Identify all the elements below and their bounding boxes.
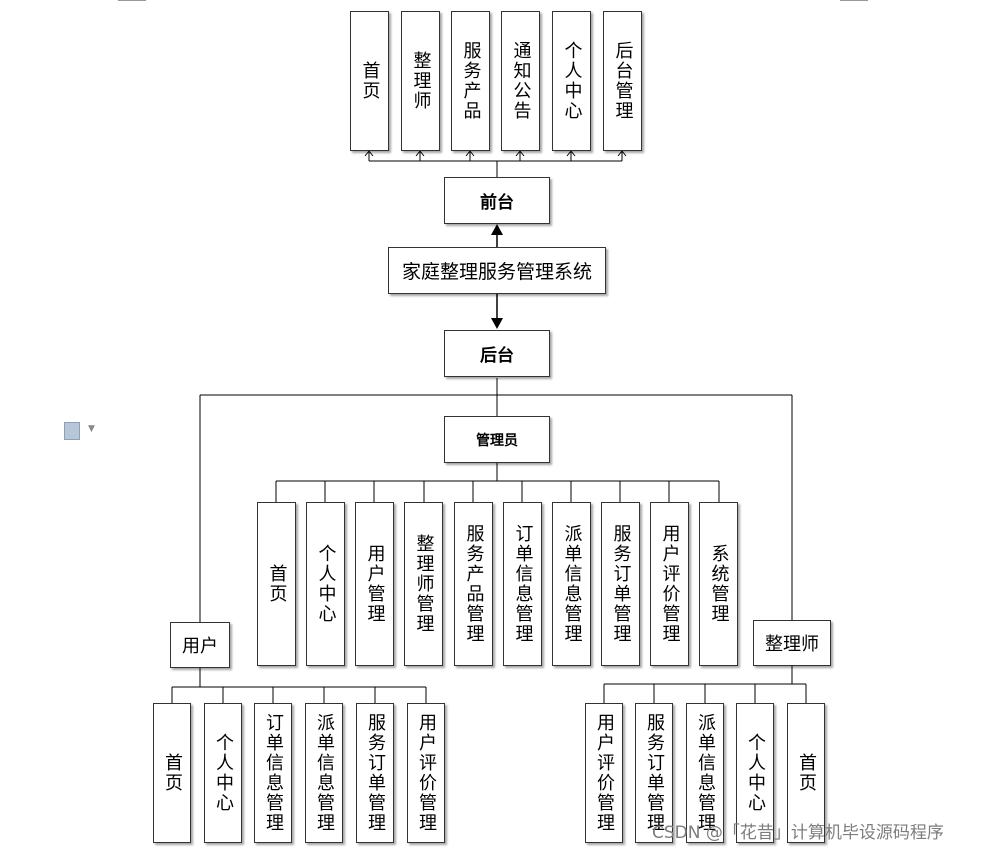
organizer-item-service-order-management: 服务订单管理 — [635, 703, 673, 843]
admin-item-organizer-management: 整理师管理 — [404, 502, 443, 666]
organizer-item-user-review-management: 用户评价管理 — [585, 703, 623, 843]
front-node: 前台 — [444, 177, 550, 224]
admin-item-user-review-management: 用户评价管理 — [650, 502, 689, 666]
admin-item-order-info-management: 订单信息管理 — [503, 502, 542, 666]
csdn-watermark: CSDN @「花昔」计算机毕设源码程序 — [652, 823, 944, 843]
chevron-down-icon[interactable]: ▼ — [88, 424, 95, 434]
front-item-home: 首页 — [350, 11, 389, 151]
back-node: 后台 — [444, 330, 550, 377]
admin-item-home: 首页 — [257, 502, 296, 666]
organizer-item-home: 首页 — [787, 703, 825, 843]
admin-node: 管理员 — [444, 416, 550, 463]
user-item-service-order-management: 服务订单管理 — [356, 703, 394, 843]
front-item-notices: 通知公告 — [501, 11, 540, 151]
organizer-item-dispatch-info-management: 派单信息管理 — [686, 703, 724, 843]
admin-item-service-order-management: 服务订单管理 — [601, 502, 640, 666]
user-item-home: 首页 — [153, 703, 191, 843]
front-item-personal-center: 个人中心 — [552, 11, 591, 151]
admin-item-personal-center: 个人中心 — [306, 502, 345, 666]
paste-options-icon[interactable] — [64, 422, 80, 440]
admin-item-service-product-management: 服务产品管理 — [454, 502, 493, 666]
front-item-service-products: 服务产品 — [451, 11, 490, 151]
organizer-item-personal-center: 个人中心 — [736, 703, 774, 843]
admin-item-system-management: 系统管理 — [699, 502, 738, 666]
user-item-order-info-management: 订单信息管理 — [254, 703, 292, 843]
admin-item-user-management: 用户管理 — [355, 502, 394, 666]
user-item-user-review-management: 用户评价管理 — [407, 703, 445, 843]
user-item-personal-center: 个人中心 — [204, 703, 242, 843]
user-item-dispatch-info-management: 派单信息管理 — [305, 703, 343, 843]
user-node: 用户 — [170, 622, 230, 668]
admin-item-dispatch-info-management: 派单信息管理 — [552, 502, 591, 666]
organizer-node: 整理师 — [753, 620, 831, 666]
front-item-admin-backend: 后台管理 — [603, 11, 642, 151]
root-node: 家庭整理服务管理系统 — [388, 247, 606, 294]
page-corner-mark-left — [118, 0, 146, 1]
front-item-organizer: 整理师 — [401, 11, 440, 151]
page-corner-mark-right — [840, 0, 868, 1]
